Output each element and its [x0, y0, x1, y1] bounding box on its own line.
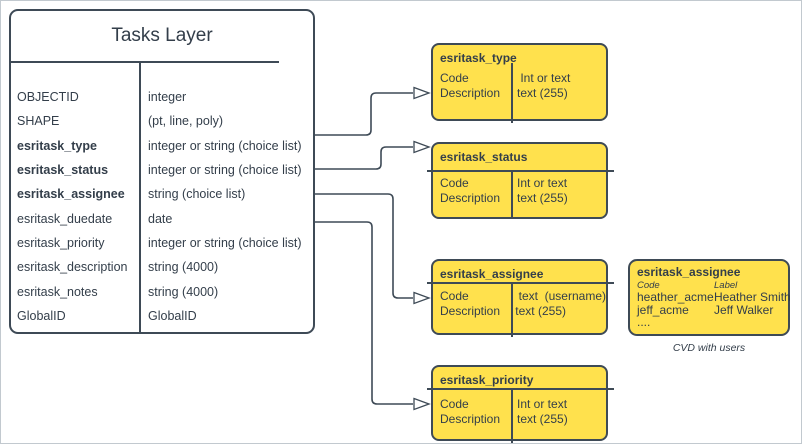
- domain-description-label: Description: [440, 86, 501, 100]
- arrowhead-icon: [413, 291, 431, 305]
- domain-column-divider: [511, 388, 513, 443]
- domain-description-type: text (255): [517, 86, 568, 100]
- domain-title: esritask_assignee: [440, 267, 544, 281]
- cvd-row-code: heather_acme: [637, 290, 714, 304]
- arrowhead-icon: [413, 140, 431, 154]
- connector-esritask-assignee: [315, 193, 413, 299]
- domain-column-divider: [511, 282, 513, 337]
- cvd-title: esritask_assignee: [637, 265, 741, 279]
- domain-description-type: text (255): [517, 191, 568, 205]
- field-row-shape: SHAPE(pt, line, poly): [17, 114, 224, 129]
- domain-column-divider: [511, 63, 513, 123]
- domain-code-label: Code: [440, 176, 469, 190]
- domain-title-divider: [427, 282, 614, 284]
- cvd-table: Code Label heather_acme Heather Smith je…: [637, 280, 791, 317]
- domain-code-label: Code: [440, 289, 469, 303]
- domain-column-divider: [511, 170, 513, 217]
- domain-description-type: text (255): [517, 412, 568, 426]
- cvd-header-code: Code: [637, 280, 660, 291]
- domain-description-type: text (255): [515, 304, 566, 318]
- arrowhead-icon: [413, 397, 431, 411]
- domain-title-divider: [427, 388, 614, 390]
- cvd-users-box: esritask_assignee Code Label heather_acm…: [628, 259, 791, 336]
- domain-code-type: text (username): [515, 289, 606, 303]
- cvd-ellipsis: ....: [637, 315, 651, 329]
- domain-code-label: Code: [440, 71, 469, 85]
- domain-code-type: Int or text: [517, 176, 568, 190]
- cvd-caption: CVD with users: [672, 342, 746, 354]
- domain-description-label: Description: [440, 412, 501, 426]
- title-divider: [11, 61, 279, 63]
- domain-title: esritask_priority: [440, 373, 534, 387]
- cvd-row-label: Heather Smith: [714, 290, 791, 304]
- domain-title: esritask_status: [440, 150, 528, 164]
- connector-esritask-priority: [315, 221, 413, 405]
- cvd-row-label: Jeff Walker: [714, 302, 774, 317]
- domain-code-label: Code: [440, 397, 469, 411]
- cvd-header-label: Label: [714, 280, 738, 291]
- domain-code-type: Int or text: [517, 397, 568, 411]
- domain-title: esritask_type: [440, 51, 517, 65]
- column-divider: [139, 61, 141, 332]
- cvd-row-code: jeff_acme: [637, 302, 689, 317]
- domain-description-label: Description: [440, 191, 501, 205]
- domain-title-divider: [427, 170, 614, 172]
- arrowhead-icon: [413, 86, 431, 100]
- connector-esritask-status: [315, 146, 413, 170]
- tasks-layer-title: Tasks Layer: [111, 25, 213, 46]
- connector-esritask-type: [315, 92, 413, 136]
- domain-code-type: Int or text: [517, 71, 571, 85]
- domain-description-label: Description: [440, 304, 501, 318]
